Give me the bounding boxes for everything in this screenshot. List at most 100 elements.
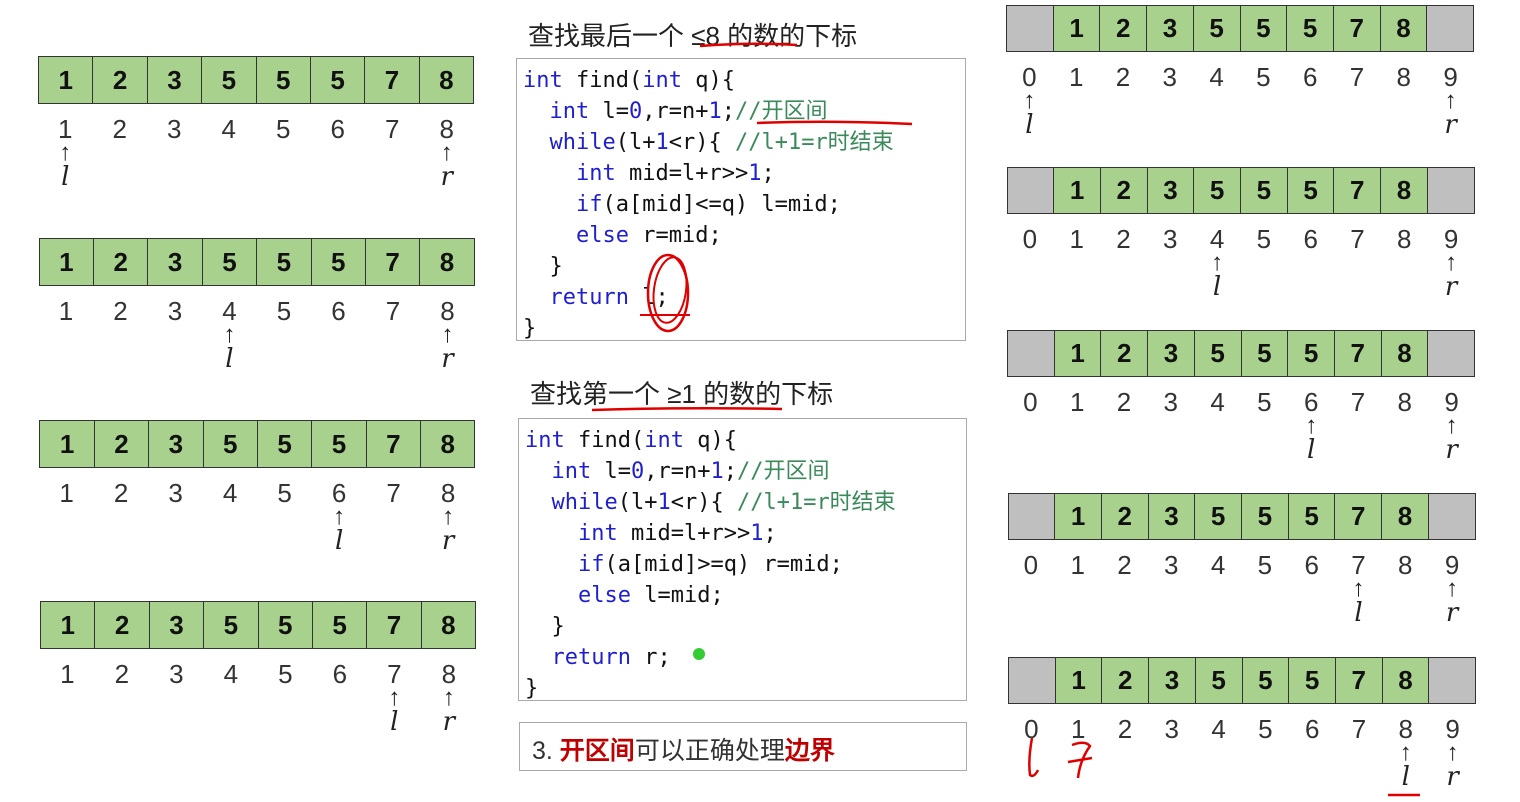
array-cell: 7 <box>365 57 420 103</box>
code-token <box>523 161 576 186</box>
index-label: 8 <box>440 296 455 326</box>
code-token: //开区间 <box>734 99 828 124</box>
index-label: 2 <box>113 478 129 508</box>
up-arrow-icon: ↑ <box>1399 739 1412 766</box>
pointer-label-l: l <box>390 707 399 737</box>
array-cell: 5 <box>1193 6 1241 51</box>
array-cell: 8 <box>1382 494 1429 539</box>
array-cell: 8 <box>421 602 476 648</box>
index-label: 0 <box>1022 62 1037 92</box>
pointer-label-r: r <box>441 344 454 374</box>
array-cell: 1 <box>1054 331 1102 376</box>
pointer-l: ↑l <box>1382 739 1429 791</box>
index-label: 1 <box>58 296 74 326</box>
array-cell: 5 <box>1287 168 1335 213</box>
code-token: 1 <box>748 161 762 186</box>
pointer-label-l: l <box>1354 598 1363 628</box>
array-cell: 3 <box>1149 658 1196 703</box>
code-line: else l=mid; <box>525 580 966 611</box>
array-cell: 5 <box>1288 331 1335 376</box>
index-label: 1 <box>1069 224 1084 254</box>
pointer-r: ↑r <box>420 321 475 374</box>
pointer-label-l: l <box>1307 435 1316 465</box>
up-arrow-icon: ↑ <box>1023 87 1036 114</box>
code-token: while <box>549 130 616 155</box>
pointer-l: ↑l <box>38 141 93 191</box>
array-cell: 5 <box>312 421 367 467</box>
array-cell: 5 <box>202 239 258 285</box>
note-prefix: 3. <box>532 737 560 765</box>
array-cell: 5 <box>1289 658 1336 703</box>
code-token: ,r=n+ <box>644 459 711 484</box>
index-label: 6 <box>1304 714 1320 744</box>
pointer-l: ↑l <box>1335 575 1382 628</box>
array-cell: 8 <box>421 421 475 467</box>
index-label: 3 <box>1162 62 1178 92</box>
array-cell: 8 <box>419 57 473 103</box>
array-cell: 2 <box>1101 331 1149 376</box>
index-label: 9 <box>1443 224 1459 254</box>
code-token: 1 <box>710 459 724 484</box>
code-token <box>525 583 578 608</box>
index-label: 6 <box>330 114 345 144</box>
index-label: 8 <box>1396 62 1412 92</box>
array-cell: 3 <box>1148 494 1196 539</box>
note-text: 可以正确处理 <box>634 737 785 765</box>
code-token: ,r=n+ <box>642 99 709 124</box>
code-line: int l=0,r=n+1;//开区间 <box>525 456 966 487</box>
code-token: //开区间 <box>736 459 830 484</box>
pointer-label-r: r <box>1444 272 1458 302</box>
index-label: 1 <box>1069 387 1085 417</box>
array-cell: 1 <box>1054 168 1101 213</box>
index-label: 5 <box>1257 550 1273 580</box>
index-label: 7 <box>1351 550 1366 580</box>
code-token: int <box>551 459 592 484</box>
pointer-l: ↑l <box>1194 251 1241 301</box>
pointer-l: ↑l <box>202 323 257 373</box>
code-token: mid=l+r>> <box>617 521 751 546</box>
array-cell: 5 <box>310 57 366 103</box>
up-arrow-icon: ↑ <box>1446 739 1459 766</box>
index-label: 1 <box>1068 62 1084 92</box>
array-cell: 5 <box>257 421 313 467</box>
index-label: 3 <box>1163 224 1178 254</box>
index-label: 7 <box>1351 714 1367 744</box>
code-token: 1 <box>708 99 722 124</box>
array-cell: 5 <box>1241 168 1288 213</box>
array-cell: 8 <box>1382 658 1430 703</box>
array-cell: 5 <box>202 57 257 103</box>
code-token: //l+1=r时结束 <box>736 490 896 515</box>
code-token: if <box>575 192 603 217</box>
code-token <box>525 490 552 515</box>
index-label: 5 <box>1256 224 1272 254</box>
index-label: 8 <box>440 478 456 508</box>
code-line: while(l+1<r){ //l+1=r时结束 <box>525 487 966 518</box>
up-arrow-icon: ↑ <box>1446 575 1459 602</box>
code-line: else r=mid; <box>523 220 965 251</box>
array-cell: 2 <box>1102 658 1150 703</box>
array-cell: 5 <box>203 421 258 467</box>
index-label: 6 <box>1304 550 1319 580</box>
pointer-l: ↑l <box>367 686 422 737</box>
index-label: 5 <box>278 659 293 689</box>
index-label: 2 <box>1115 62 1131 92</box>
array-cell: 5 <box>1242 494 1289 539</box>
index-label: 4 <box>1210 550 1226 580</box>
code-token: int <box>575 161 616 186</box>
code-token: int <box>577 521 618 546</box>
up-arrow-icon: ↑ <box>441 321 454 348</box>
pointer-r: ↑r <box>1428 251 1475 302</box>
array-cell: 5 <box>1242 658 1290 703</box>
index-label: 3 <box>167 114 182 144</box>
sentinel-cell <box>1427 168 1474 213</box>
code-token: else <box>575 223 629 248</box>
up-arrow-icon: ↑ <box>1352 575 1365 602</box>
code-token <box>523 285 550 310</box>
code-line: int find(int q){ <box>525 425 966 456</box>
code-token: (a[mid]<=q) l=mid; <box>602 192 841 217</box>
index-label: 4 <box>1209 224 1225 254</box>
code-token: } <box>525 676 539 701</box>
code-token <box>523 99 550 124</box>
code-token: ; <box>761 161 775 186</box>
index-label: 5 <box>1257 387 1272 417</box>
